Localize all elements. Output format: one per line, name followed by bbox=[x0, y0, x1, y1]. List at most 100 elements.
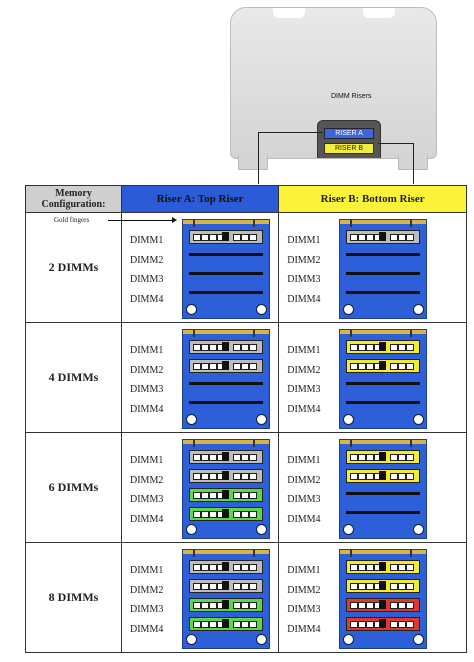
memory-chip bbox=[233, 234, 241, 241]
memory-chip bbox=[209, 473, 217, 480]
dimm-key-notch bbox=[379, 232, 387, 241]
memory-chip bbox=[193, 621, 201, 628]
memory-chip bbox=[366, 363, 375, 370]
mounting-hole bbox=[343, 304, 355, 315]
memory-chip bbox=[358, 234, 367, 241]
connector-tick bbox=[350, 330, 353, 337]
memory-chip bbox=[193, 234, 201, 241]
header-riser-a: Riser A: Top Riser bbox=[120, 185, 280, 213]
memory-chip bbox=[233, 363, 241, 370]
dimm-key-notch bbox=[379, 600, 387, 609]
dimm-key-notch bbox=[222, 361, 229, 370]
empty-dimm-slot-4 bbox=[346, 401, 421, 404]
dimm-module-4 bbox=[346, 617, 421, 631]
memory-chip bbox=[390, 473, 399, 480]
memory-chip bbox=[241, 454, 249, 461]
memory-chip bbox=[249, 511, 257, 518]
empty-dimm-slot-3 bbox=[346, 382, 421, 385]
memory-chip bbox=[249, 234, 257, 241]
dimm-label-2: DIMM2 bbox=[287, 474, 321, 486]
memory-chip bbox=[233, 344, 241, 351]
dimm-label-4: DIMM4 bbox=[130, 623, 164, 635]
header-riser-b: Riser B: Bottom Riser bbox=[278, 185, 467, 213]
dimm-key-notch bbox=[222, 490, 229, 499]
dimm-key-notch bbox=[222, 562, 229, 571]
connector-tick bbox=[253, 330, 255, 337]
memory-chip bbox=[241, 473, 249, 480]
riser-card-a bbox=[182, 439, 270, 539]
empty-dimm-slot-3 bbox=[346, 272, 421, 275]
memory-configuration-table: Memory Configuration: Riser A: Top Riser… bbox=[25, 185, 467, 653]
memory-chip bbox=[249, 344, 257, 351]
row-config-label: 4 DIMMs bbox=[25, 322, 122, 433]
memory-chip bbox=[201, 473, 209, 480]
riser-b-label: RISER B bbox=[324, 143, 374, 154]
dimm-label-2: DIMM2 bbox=[130, 364, 164, 376]
dimm-module-4 bbox=[189, 617, 263, 631]
memory-chip bbox=[249, 602, 257, 609]
dimm-label-4: DIMM4 bbox=[287, 623, 321, 635]
mounting-hole bbox=[413, 634, 425, 645]
dimm-label-3: DIMM3 bbox=[287, 604, 321, 615]
riser-card-a bbox=[182, 549, 270, 649]
memory-chip bbox=[249, 564, 257, 571]
memory-chip bbox=[233, 583, 241, 590]
memory-chip bbox=[209, 234, 217, 241]
memory-chip bbox=[193, 363, 201, 370]
memory-chip bbox=[406, 473, 415, 480]
memory-chip bbox=[390, 344, 399, 351]
connector-tick bbox=[410, 550, 413, 557]
dimm-risers-callout: DIMM Risers bbox=[331, 93, 372, 100]
mounting-hole bbox=[343, 634, 355, 645]
mounting-hole bbox=[413, 524, 425, 535]
dimm-key-notch bbox=[222, 342, 229, 351]
memory-chip bbox=[249, 473, 257, 480]
dimm-label-2: DIMM2 bbox=[130, 474, 164, 486]
dimm-label-1: DIMM1 bbox=[287, 345, 321, 356]
dimm-key-notch bbox=[379, 452, 387, 461]
dimm-label-2: DIMM2 bbox=[130, 584, 164, 596]
memory-chip bbox=[241, 583, 249, 590]
dimm-module-2 bbox=[346, 359, 421, 373]
riser-card-b bbox=[339, 439, 428, 539]
memory-chip bbox=[249, 583, 257, 590]
dimm-module-3 bbox=[346, 598, 421, 612]
memory-chip bbox=[390, 564, 399, 571]
memory-chip bbox=[398, 564, 407, 571]
riser-card-a bbox=[182, 329, 270, 429]
memory-chip bbox=[350, 473, 359, 480]
row-config-label: 2 DIMMs bbox=[25, 212, 122, 323]
memory-chip bbox=[398, 473, 407, 480]
dimm-label-1: DIMM1 bbox=[130, 455, 164, 466]
memory-chip bbox=[366, 344, 375, 351]
dimm-module-2 bbox=[346, 579, 421, 593]
memory-chip bbox=[201, 621, 209, 628]
memory-chip bbox=[193, 564, 201, 571]
mounting-hole bbox=[413, 414, 425, 425]
connector-tick bbox=[193, 330, 195, 337]
mounting-hole bbox=[256, 634, 267, 645]
connector-tick bbox=[350, 550, 353, 557]
dimm-key-notch bbox=[379, 581, 387, 590]
memory-chip bbox=[366, 234, 375, 241]
empty-dimm-slot-3 bbox=[189, 382, 263, 385]
mounting-hole bbox=[413, 304, 425, 315]
memory-chip bbox=[406, 234, 415, 241]
dimm-label-1: DIMM1 bbox=[130, 565, 164, 576]
dimm-label-1: DIMM1 bbox=[287, 235, 321, 246]
memory-chip bbox=[406, 344, 415, 351]
mounting-hole bbox=[186, 414, 197, 425]
memory-chip bbox=[366, 564, 375, 571]
gold-edge bbox=[183, 440, 269, 444]
dimm-module-2 bbox=[189, 469, 263, 483]
